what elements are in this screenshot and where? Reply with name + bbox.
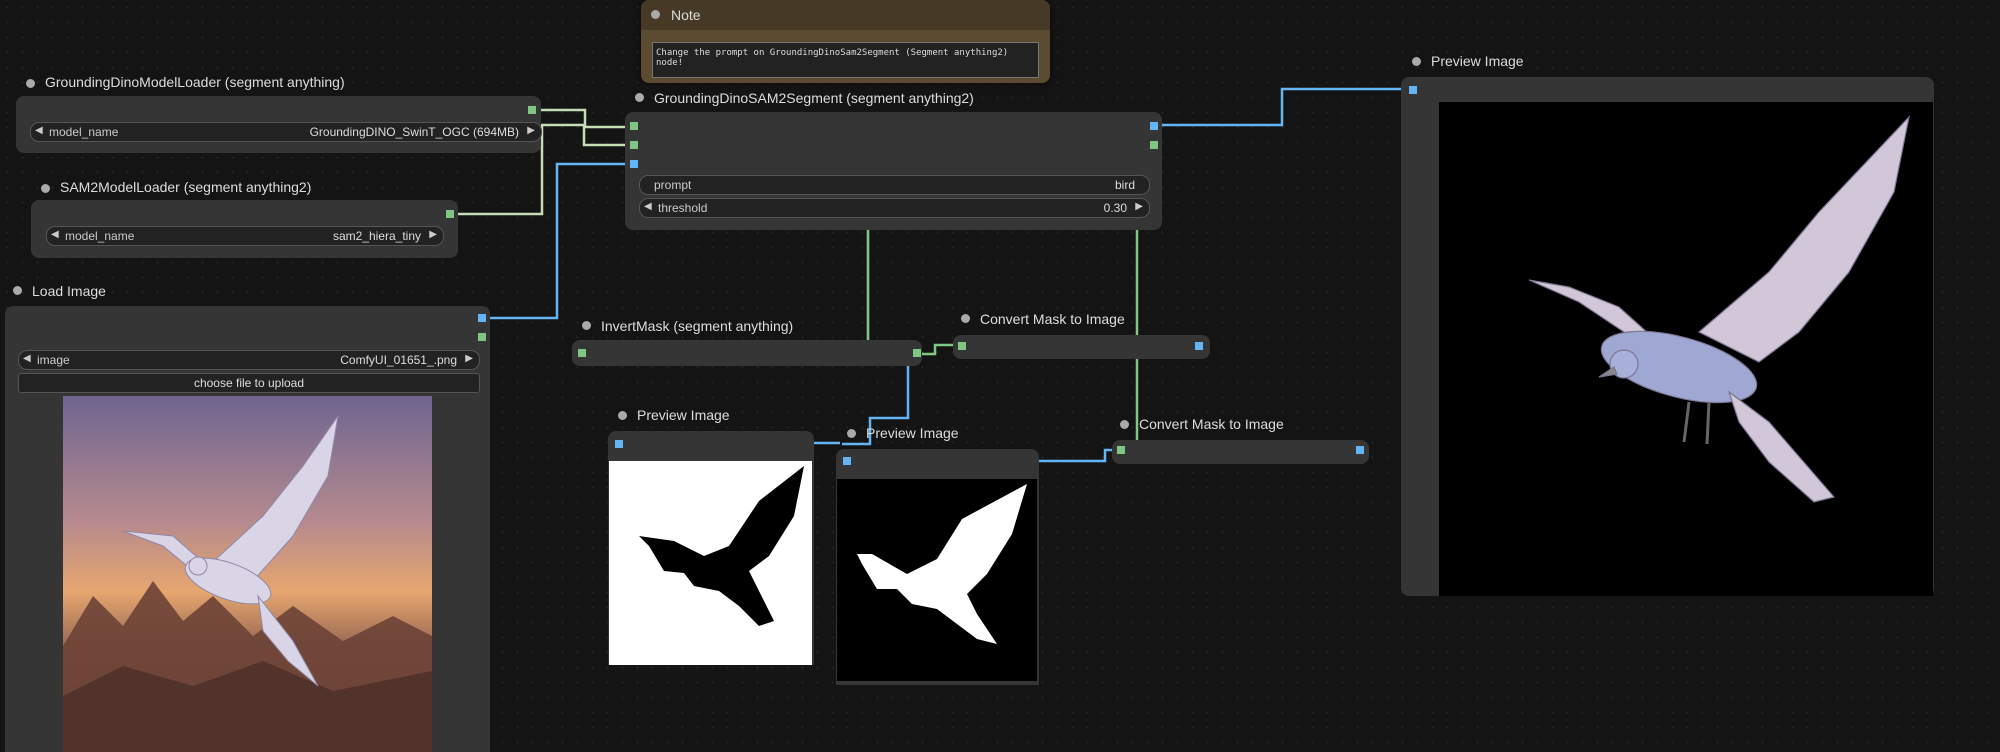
triangle-left-icon[interactable]: ◀ (35, 125, 43, 136)
node-collapse-dot[interactable] (13, 286, 22, 295)
source-image-preview (63, 396, 432, 752)
load-image-node[interactable]: Load Image ◀ image ComfyUI_01651_.png ▶ … (5, 280, 490, 752)
node-title: Note (671, 7, 701, 23)
node-title: Convert Mask to Image (1139, 416, 1284, 432)
grounding-dino-loader-node[interactable]: GroundingDinoModelLoader (segment anythi… (16, 68, 542, 153)
threshold-slider[interactable]: ◀ threshold 0.30 ▶ (639, 198, 1150, 218)
segmented-image-preview (1439, 102, 1933, 596)
bird-silhouette-icon (639, 466, 804, 626)
image-output-socket[interactable] (478, 314, 486, 322)
prompt-input[interactable]: prompt bird (639, 175, 1150, 195)
wire-load-image (486, 162, 634, 320)
triangle-right-icon[interactable]: ▶ (429, 229, 437, 240)
image-output-socket[interactable] (1150, 122, 1158, 130)
node-collapse-dot[interactable] (1412, 57, 1421, 66)
model-output-socket[interactable] (528, 106, 536, 114)
preview-image-node-main[interactable]: Preview Image (1401, 51, 1934, 596)
inverted-mask-preview (609, 461, 812, 665)
bird-silhouette-icon (857, 484, 1027, 644)
triangle-left-icon[interactable]: ◀ (51, 229, 59, 240)
model-name-dropdown[interactable]: ◀ model_name sam2_hiera_tiny ▶ (46, 226, 444, 246)
note-node[interactable]: Note Change the prompt on GroundingDinoS… (641, 0, 1050, 83)
node-title: Preview Image (866, 425, 959, 441)
note-textarea[interactable]: Change the prompt on GroundingDinoSam2Se… (652, 42, 1039, 78)
triangle-left-icon[interactable]: ◀ (23, 353, 31, 364)
node-title: GroundingDinoModelLoader (segment anythi… (45, 74, 345, 90)
grounding-dino-model-input-socket[interactable] (630, 141, 638, 149)
image-output-socket[interactable] (1195, 342, 1203, 350)
bird-photo-icon (63, 415, 432, 752)
mask-output-socket[interactable] (478, 333, 486, 341)
wire-seg-image-preview (1155, 87, 1412, 127)
node-title: InvertMask (segment anything) (601, 318, 794, 334)
node-title: Preview Image (637, 407, 730, 423)
segmented-bird-icon (1528, 115, 1910, 503)
wire-sam2-model (454, 123, 630, 216)
node-title: GroundingDinoSAM2Segment (segment anythi… (654, 90, 974, 106)
images-input-socket[interactable] (615, 440, 623, 448)
images-input-socket[interactable] (1409, 86, 1417, 94)
mask-input-socket[interactable] (1117, 446, 1125, 454)
mask-output-socket[interactable] (913, 349, 921, 357)
node-collapse-dot[interactable] (41, 184, 50, 193)
image-input-socket[interactable] (630, 160, 638, 168)
note-text: Change the prompt on GroundingDinoSam2Se… (656, 48, 1009, 68)
invert-mask-node[interactable]: InvertMask (segment anything) (572, 314, 922, 366)
node-title: SAM2ModelLoader (segment anything2) (60, 179, 312, 195)
node-collapse-dot[interactable] (635, 93, 644, 102)
image-dropdown[interactable]: ◀ image ComfyUI_01651_.png ▶ (18, 350, 480, 370)
mask-preview (837, 479, 1037, 681)
mask-input-socket[interactable] (958, 342, 966, 350)
choose-file-button[interactable]: choose file to upload (18, 373, 480, 393)
model-name-dropdown[interactable]: ◀ model_name GroundingDINO_SwinT_OGC (69… (30, 122, 542, 142)
node-collapse-dot[interactable] (618, 411, 627, 420)
mask-input-socket[interactable] (578, 349, 586, 357)
wire-convert1-preview2 (842, 360, 910, 446)
convert-mask-to-image-node-2[interactable]: Convert Mask to Image (1112, 414, 1369, 466)
images-input-socket[interactable] (843, 457, 851, 465)
triangle-right-icon[interactable]: ▶ (465, 353, 473, 364)
triangle-right-icon[interactable]: ▶ (1135, 201, 1143, 212)
sam2-model-output-socket[interactable] (446, 210, 454, 218)
triangle-left-icon[interactable]: ◀ (644, 201, 652, 212)
sam2-loader-node[interactable]: SAM2ModelLoader (segment anything2) ◀ mo… (31, 174, 458, 258)
node-collapse-dot[interactable] (847, 429, 856, 438)
node-title: Preview Image (1431, 53, 1524, 69)
wire-convert2-preview (1038, 448, 1118, 463)
sam-model-input-socket[interactable] (630, 122, 638, 130)
grounding-dino-sam2-segment-node[interactable]: GroundingDinoSAM2Segment (segment anythi… (625, 84, 1162, 230)
convert-mask-to-image-node[interactable]: Convert Mask to Image (953, 307, 1210, 359)
node-collapse-dot[interactable] (582, 321, 591, 330)
preview-image-node-inverted[interactable]: Preview Image (608, 405, 814, 665)
node-title: Convert Mask to Image (980, 311, 1125, 327)
preview-image-node-mask[interactable]: Preview Image (836, 423, 1039, 685)
wire-dino-model (537, 108, 630, 129)
node-collapse-dot[interactable] (961, 314, 970, 323)
node-collapse-dot[interactable] (1120, 420, 1129, 429)
node-collapse-dot[interactable] (26, 79, 35, 88)
node-title: Load Image (32, 283, 106, 299)
wire-invert-convert (918, 343, 958, 356)
mask-output-socket[interactable] (1150, 141, 1158, 149)
image-output-socket[interactable] (1356, 446, 1364, 454)
node-collapse-dot[interactable] (651, 10, 660, 19)
triangle-right-icon[interactable]: ▶ (527, 125, 535, 136)
